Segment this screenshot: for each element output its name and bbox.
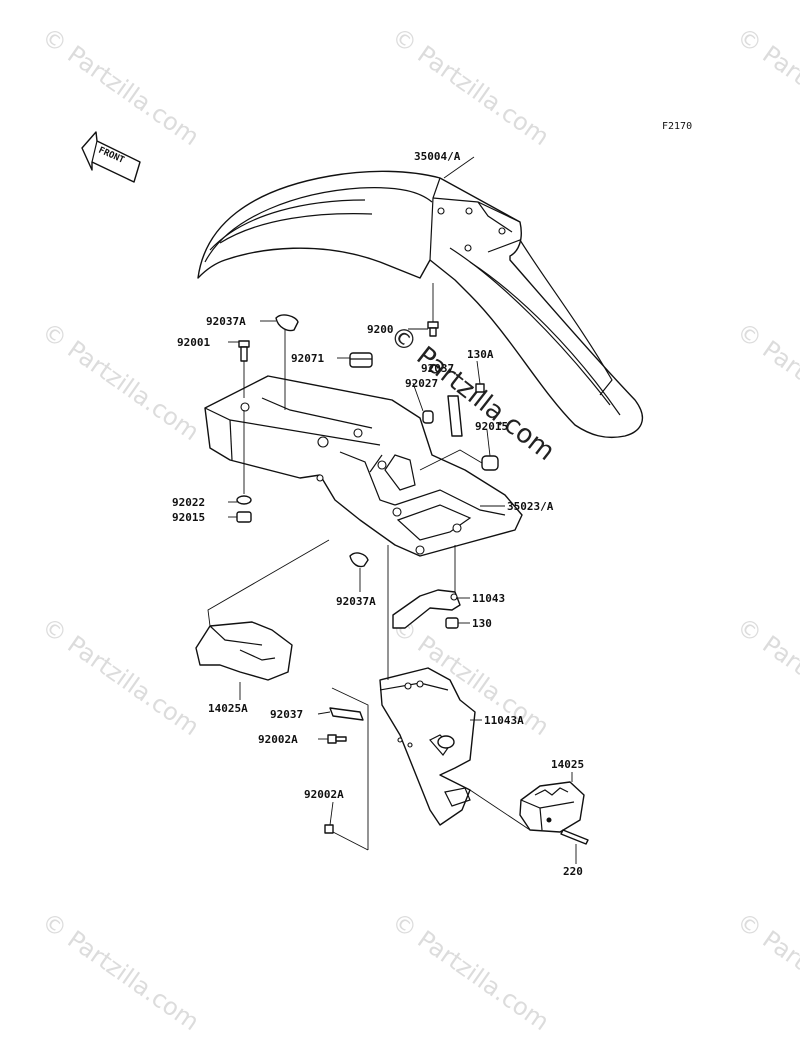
watermark: © Partzilla.com	[37, 907, 205, 1036]
part-label: 11043	[472, 592, 505, 605]
part-labels: 35004/A 92037A 92001 92071 9200 92037 13…	[172, 150, 584, 878]
part-label: 92001	[177, 336, 210, 349]
nut-icon	[236, 511, 252, 523]
part-label: 92002A	[258, 733, 298, 746]
bolt-icon	[238, 340, 250, 398]
watermark: © Partzilla.com	[732, 22, 800, 151]
part-label: 35023/A	[507, 500, 554, 513]
part-label: 11043A	[484, 714, 524, 727]
part-label: 92037A	[206, 315, 246, 328]
clip-icon	[275, 314, 299, 410]
collar-icon	[422, 410, 434, 424]
watermark: © Partzilla.com	[387, 22, 555, 151]
grommet-icon	[349, 352, 373, 368]
nut-icon	[445, 617, 459, 629]
strip-icon	[447, 395, 463, 437]
part-label: 92015	[172, 511, 205, 524]
bolt-icon	[327, 734, 347, 744]
part-label: 130	[472, 617, 492, 630]
part-label: 92071	[291, 352, 324, 365]
part-label: 130A	[467, 348, 494, 361]
watermark: © Partzilla.com	[732, 612, 800, 741]
watermark: © Partzilla.com	[387, 907, 555, 1036]
bracket-11043	[392, 545, 461, 629]
watermark: © Partzilla.com	[732, 317, 800, 446]
part-label: 92037A	[336, 595, 376, 608]
strip-icon	[329, 687, 369, 850]
part-label: 35004/A	[414, 150, 461, 163]
washer-icon	[236, 410, 252, 505]
part-label: 92022	[172, 496, 205, 509]
plate-14025A	[195, 539, 330, 681]
bolt-icon	[324, 824, 369, 851]
bolt-icon	[427, 283, 439, 337]
watermark: © Partzilla.com	[732, 907, 800, 1036]
front-arrow-icon: FRONT	[81, 131, 141, 183]
part-label: 14025A	[208, 702, 248, 715]
part-label: 14025	[551, 758, 584, 771]
part-label: 92002A	[304, 788, 344, 801]
bracket-11043A	[379, 545, 476, 826]
bolt-icon	[475, 383, 485, 393]
rear-fender	[197, 170, 644, 439]
diagram-code: F2170	[662, 121, 692, 132]
part-label: 92037	[421, 362, 454, 375]
leader-lines	[228, 156, 577, 864]
clip-icon	[349, 552, 369, 568]
rubber-block-14025	[469, 781, 585, 833]
fender-bracket	[204, 375, 523, 557]
part-label: 92027	[405, 377, 438, 390]
grommet-icon	[419, 449, 499, 471]
part-label: 92037	[270, 708, 303, 721]
bolt-icon	[560, 829, 589, 845]
part-label: 92015	[475, 420, 508, 433]
watermark: © Partzilla.com	[37, 612, 205, 741]
part-label: 9200	[367, 323, 394, 336]
part-label: 220	[563, 865, 583, 878]
watermark: © Partzilla.com	[37, 22, 205, 151]
